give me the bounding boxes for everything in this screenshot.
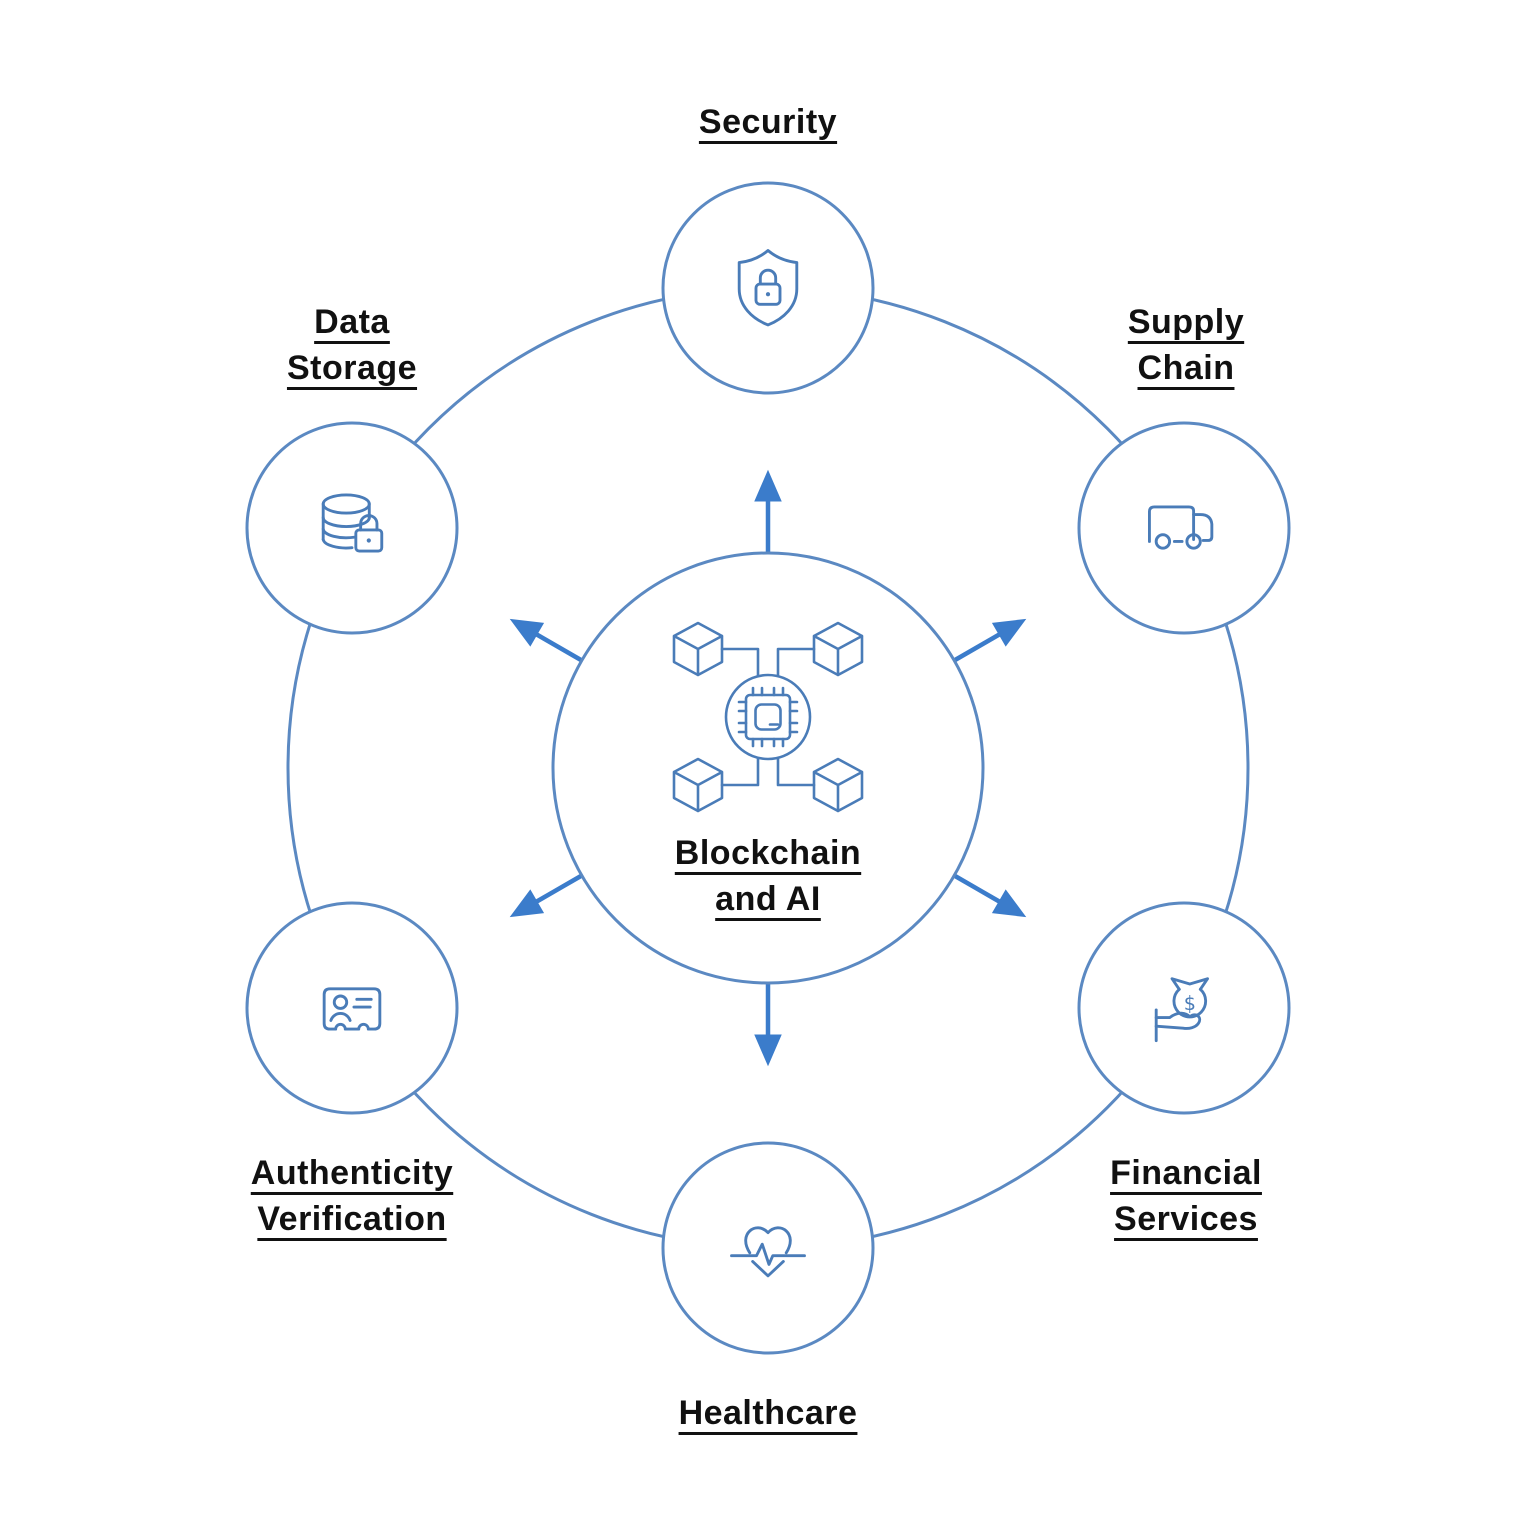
- id-card-icon: [304, 960, 400, 1056]
- heart-pulse-icon: [720, 1201, 816, 1297]
- arrow-top-left: [509, 618, 583, 663]
- label-line: Authenticity: [250, 1154, 454, 1192]
- arrow-bottom-right: [953, 873, 1027, 918]
- shield-lock-icon: [720, 239, 816, 335]
- label-blockchain-and-ai: Blockchain and AI: [618, 830, 918, 922]
- supply-chain-circle: [1077, 421, 1291, 635]
- arrow-top-right: [953, 618, 1027, 663]
- label-authenticity-verification: Authenticity Verification: [202, 1150, 502, 1242]
- database-lock-icon: [304, 480, 400, 576]
- label-line: Blockchain: [674, 834, 862, 872]
- label-line: Chain: [1137, 349, 1235, 387]
- delivery-truck-icon-svg: [1148, 505, 1214, 550]
- blockchain-network-icon: [668, 617, 868, 817]
- security-circle: [661, 181, 875, 395]
- arrow-bottom: [754, 983, 782, 1067]
- label-line: Verification: [257, 1200, 447, 1238]
- center-circle: [551, 551, 985, 985]
- authenticity-verification-circle: [245, 901, 459, 1115]
- heart-pulse-icon-svg: [730, 1226, 806, 1278]
- id-card-icon-svg: [322, 987, 382, 1031]
- money-bag-hand-icon-svg: $: [1154, 977, 1209, 1043]
- label-line: Healthcare: [678, 1394, 858, 1432]
- label-data-storage: Data Storage: [202, 299, 502, 391]
- delivery-truck-icon: [1136, 480, 1232, 576]
- label-healthcare: Healthcare: [618, 1390, 918, 1436]
- shield-lock-icon-svg: [737, 249, 799, 327]
- label-line: and AI: [715, 880, 821, 918]
- label-line: Services: [1114, 1200, 1258, 1238]
- money-bag-hand-icon: $: [1137, 960, 1233, 1056]
- label-line: Data: [314, 303, 390, 341]
- label-supply-chain: Supply Chain: [1036, 299, 1336, 391]
- database-lock-icon-svg: [321, 493, 384, 553]
- healthcare-circle: [661, 1141, 875, 1355]
- blockchain-network-icon-svg: [672, 621, 864, 813]
- data-storage-circle: [245, 421, 459, 635]
- label-financial-services: Financial Services: [1036, 1150, 1336, 1242]
- label-line: Storage: [286, 349, 418, 387]
- dollar-sign: $: [1184, 992, 1196, 1015]
- label-line: Supply: [1127, 303, 1245, 341]
- label-line: Security: [698, 103, 838, 141]
- arrow-top: [754, 469, 782, 553]
- financial-services-circle: [1077, 901, 1291, 1115]
- arrow-bottom-left: [509, 873, 583, 918]
- label-security: Security: [618, 99, 918, 145]
- label-line: Financial: [1110, 1154, 1262, 1192]
- radiating-arrows: [509, 469, 1027, 1067]
